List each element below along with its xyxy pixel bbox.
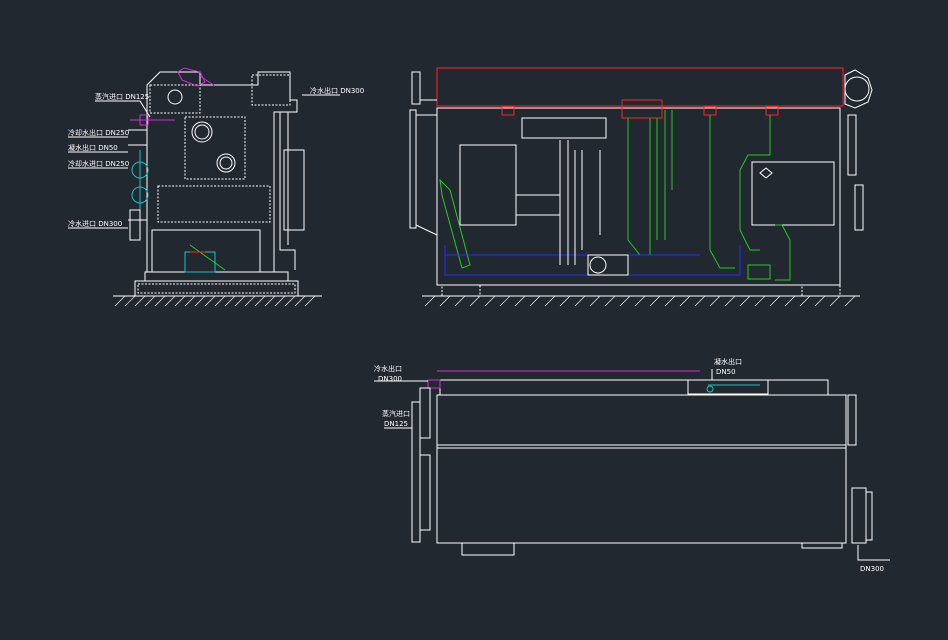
side-sight-glass-1	[191, 121, 213, 143]
front-ground-hatch	[424, 295, 856, 307]
front-red-nozzle-1	[501, 106, 515, 116]
front-upper-box	[521, 117, 607, 139]
plan-label-dn300-left-name: 冷水出口	[374, 364, 402, 373]
front-green-pipe-3	[709, 115, 735, 269]
side-view: 蒸汽进口 DN125 冷水出口 DN300 冷却水出口 DN250 凝水出口 D…	[68, 67, 364, 307]
side-green-pipe	[189, 244, 226, 271]
side-label-dn125: 蒸汽进口 DN125	[95, 92, 149, 101]
side-left-pipes	[128, 129, 148, 245]
front-pump-wheel	[589, 256, 607, 274]
side-label-dn50: 凝水出口 DN50	[68, 143, 118, 152]
plan-left-pipe-lower	[419, 454, 431, 531]
plan-cyan-valve	[706, 385, 714, 393]
plan-label-dn300-left-size: DN300	[378, 375, 402, 383]
front-left-flange	[409, 109, 417, 229]
side-base-frame	[144, 271, 289, 282]
front-flange-top-right	[844, 69, 873, 109]
side-right-box	[283, 149, 305, 231]
side-generator-box	[149, 84, 201, 114]
front-right-flange	[847, 114, 857, 176]
plan-label-dn50-name: 凝水出口	[714, 357, 742, 366]
side-evaporator-box	[157, 185, 271, 223]
side-right-pipes	[279, 112, 296, 270]
front-left-pipes	[415, 114, 438, 236]
plan-view: 冷水出口 DN300 蒸汽进口 DN125 凝水出口 DN50 DN300	[374, 357, 890, 573]
plan-left-pipe-upper	[419, 387, 431, 439]
front-green-pipe-2	[656, 110, 673, 240]
front-red-nozzle-3	[765, 106, 779, 116]
plan-leader-dn300-right	[857, 545, 890, 561]
front-foot-right	[801, 284, 841, 297]
front-horizontal-pipes	[516, 194, 560, 216]
plan-main-body	[436, 394, 847, 544]
plan-inlet-box	[687, 379, 769, 395]
plan-right-flange-edge	[865, 491, 873, 541]
side-generator-port	[167, 89, 183, 105]
plan-label-dn125-size: DN125	[384, 420, 408, 428]
plan-label-dn50-size: DN50	[716, 368, 736, 376]
front-green-diagonal	[439, 178, 471, 269]
side-label-dn250a: 冷却水出口 DN250	[68, 128, 129, 137]
side-cyan-pump	[184, 251, 216, 273]
side-label-dn250b: 冷却水进口 DN250	[68, 159, 129, 168]
front-right-flange-low	[854, 184, 864, 231]
side-sight-glass-1-inner	[194, 124, 210, 140]
front-foot-left	[441, 284, 481, 297]
side-hx-box	[251, 74, 291, 106]
front-view	[409, 67, 873, 307]
front-right-box	[751, 161, 835, 226]
side-sight-glass-2	[216, 153, 236, 173]
plan-bottom-tab-left	[461, 542, 515, 556]
plan-bottom-tab-right	[801, 542, 843, 549]
side-inlet-flange	[129, 209, 141, 241]
front-generator-drum	[436, 67, 844, 107]
front-right-box-marker	[759, 167, 773, 179]
side-steam-line	[199, 75, 216, 87]
plan-magenta-valve	[427, 379, 441, 389]
side-ground-hatch	[114, 295, 316, 307]
front-green-pipe-4	[739, 115, 771, 251]
side-foundation	[134, 280, 299, 297]
side-lower-frame	[151, 229, 261, 273]
plan-label-dn300-right: DN300	[860, 565, 884, 573]
plan-left-flange	[411, 401, 421, 543]
side-body-outline	[146, 71, 298, 272]
front-flange-circle	[844, 76, 870, 102]
front-control-box	[459, 144, 517, 226]
plan-label-dn125-name: 蒸汽进口	[382, 409, 410, 418]
side-sight-glass-2-inner	[219, 156, 233, 170]
side-foundation-fill	[137, 283, 296, 294]
front-pump-base	[587, 254, 629, 276]
front-left-flange-top	[411, 71, 421, 105]
plan-right-flange-top	[847, 394, 857, 446]
front-green-pump	[747, 264, 771, 280]
side-label-dn300-bottom: 冷水进口 DN300	[68, 219, 122, 228]
side-absorber-box	[184, 116, 246, 180]
front-green-pipe-5	[775, 224, 791, 281]
front-vertical-pipes	[559, 140, 601, 265]
plan-right-flange-bottom	[851, 487, 867, 544]
front-red-header	[621, 99, 663, 119]
front-green-pipe-1	[627, 118, 651, 256]
side-label-dn300-top: 冷水出口 DN300	[310, 86, 364, 95]
side-steam-inlet-pipe	[177, 67, 206, 87]
front-main-body	[436, 107, 841, 286]
plan-top-drum	[439, 379, 829, 396]
side-leader-dn125	[95, 100, 151, 118]
